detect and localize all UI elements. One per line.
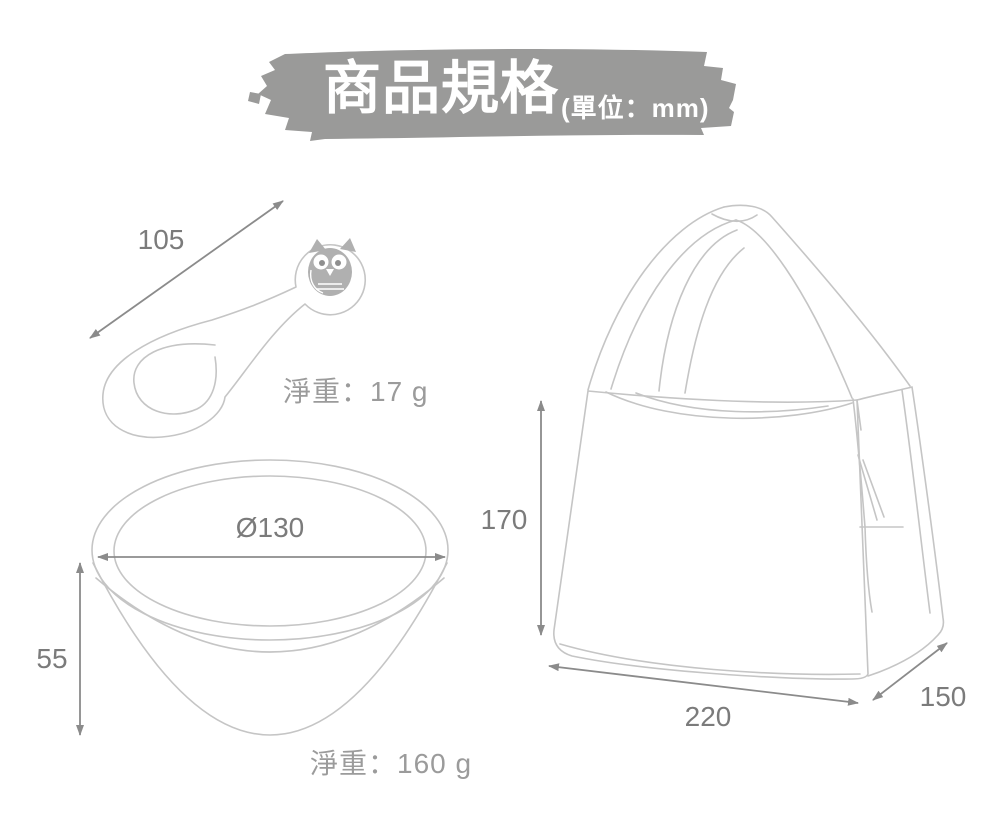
bag-side-panel	[856, 386, 945, 677]
bag-opening-gather	[605, 391, 853, 420]
owl-icon	[308, 238, 356, 296]
bag-handle-front-outer	[658, 229, 738, 392]
bowl-body	[92, 562, 448, 736]
bowl-height-label: 55	[36, 643, 68, 674]
spoon-length-arrow	[89, 200, 284, 339]
bag-height-label: 170	[480, 504, 528, 535]
bag-side-strap-edge	[852, 398, 873, 613]
bowl-rim-band	[95, 577, 445, 653]
brush-speck	[248, 92, 261, 104]
bag-opening-gather-2	[635, 392, 829, 413]
unit-note: (單位：mm)	[561, 93, 710, 123]
bag-handle-left-inner	[610, 219, 737, 390]
bag-corner-seam	[856, 399, 862, 431]
dimension-arrows	[76, 200, 948, 736]
bag-depth-label: 150	[919, 681, 967, 712]
bag-width-label: 220	[684, 701, 732, 732]
bag-front-panel	[553, 390, 869, 680]
bag-handle-right-inner	[735, 219, 853, 399]
bag-width-arrow	[548, 663, 859, 706]
bag-side-fold	[857, 454, 904, 528]
bowl-inner-rim	[113, 475, 427, 627]
title-banner-brush	[248, 48, 736, 142]
page-title: 商品規格	[323, 56, 560, 121]
bag-handle-knot	[711, 213, 758, 223]
spoon-weight-label: 淨重：17 g	[283, 376, 429, 407]
bag-bottom-seam	[559, 643, 861, 676]
bag-handle-front-inner	[684, 247, 745, 394]
bag-handle-left-outer	[587, 206, 725, 391]
bag-depth-arrow	[872, 642, 948, 701]
spoon-cavity-line	[133, 343, 217, 415]
bowl-drawing	[91, 459, 449, 736]
bowl-diameter-label: Ø130	[235, 512, 305, 543]
bowl-outer-rim	[91, 459, 449, 641]
bag-drawing	[553, 204, 945, 680]
spoon-length-label: 105	[137, 224, 185, 255]
bag-side-strap-edge-2	[901, 389, 931, 614]
brush-stroke-shape	[258, 48, 736, 142]
bag-handle-right-outer	[723, 204, 911, 387]
bowl-weight-label: 淨重：160 g	[310, 748, 473, 779]
spoon-drawing	[102, 238, 367, 439]
